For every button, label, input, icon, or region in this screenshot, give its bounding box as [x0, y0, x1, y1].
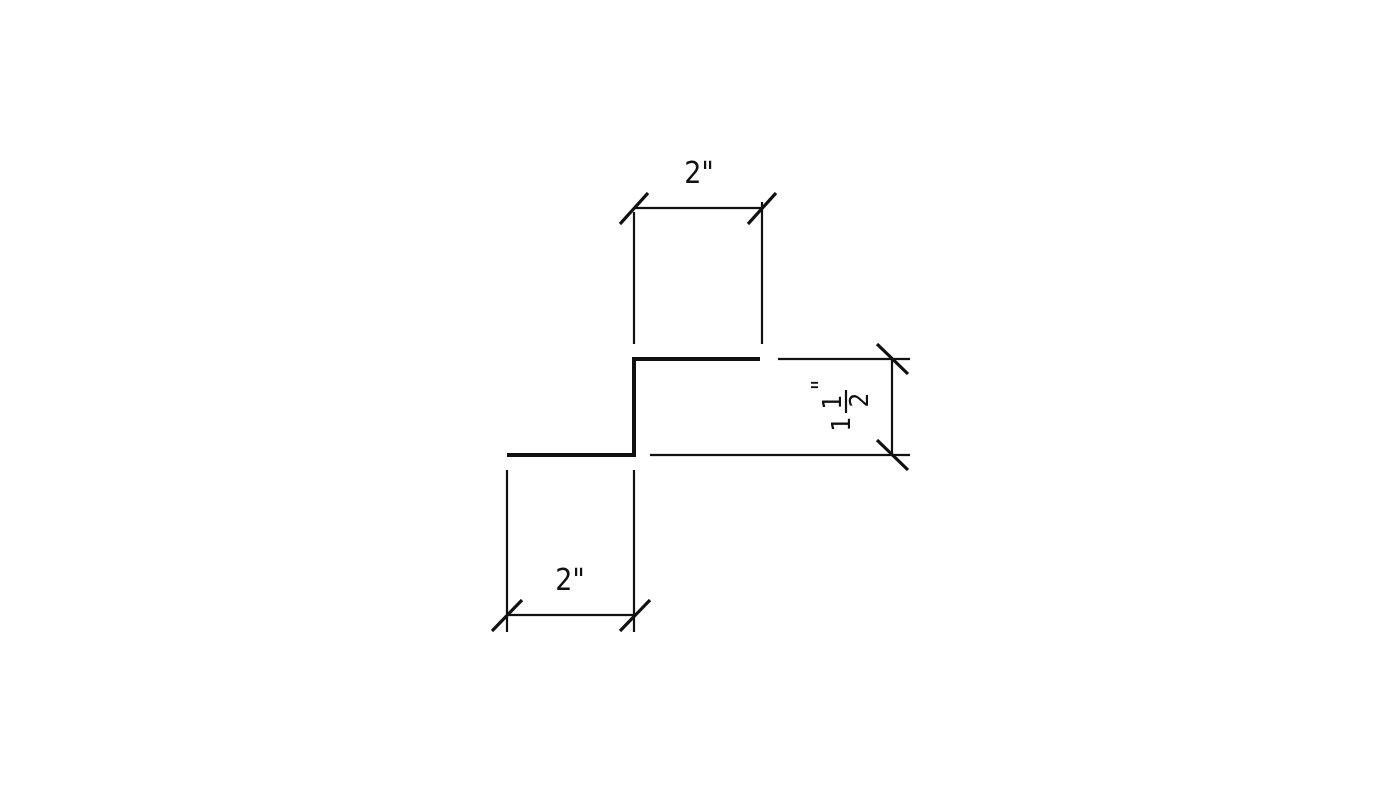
rise-dimension: 1 1 2 " [650, 342, 910, 472]
bottom-width-label: 2" [555, 563, 585, 598]
top-left-tick-mark [618, 191, 650, 226]
bottom-left-tick-mark [490, 598, 524, 633]
top-width-dimension: 2" [618, 156, 778, 344]
bottom-width-dimension: 2" [490, 470, 652, 633]
rise-top-tick-mark [875, 342, 910, 376]
rise-label-whole: 1 [827, 417, 857, 432]
top-right-tick-mark [746, 191, 778, 226]
rise-label-denominator: 2 [845, 393, 875, 408]
rise-label-unit: " [807, 380, 837, 391]
bottom-right-tick-mark [618, 598, 652, 633]
top-width-label: 2" [684, 156, 714, 191]
rise-bottom-tick-mark [875, 438, 910, 472]
rise-label: 1 1 2 " [807, 380, 875, 432]
rise-label-numerator: 1 [818, 395, 848, 410]
step-profile-line [507, 357, 760, 457]
